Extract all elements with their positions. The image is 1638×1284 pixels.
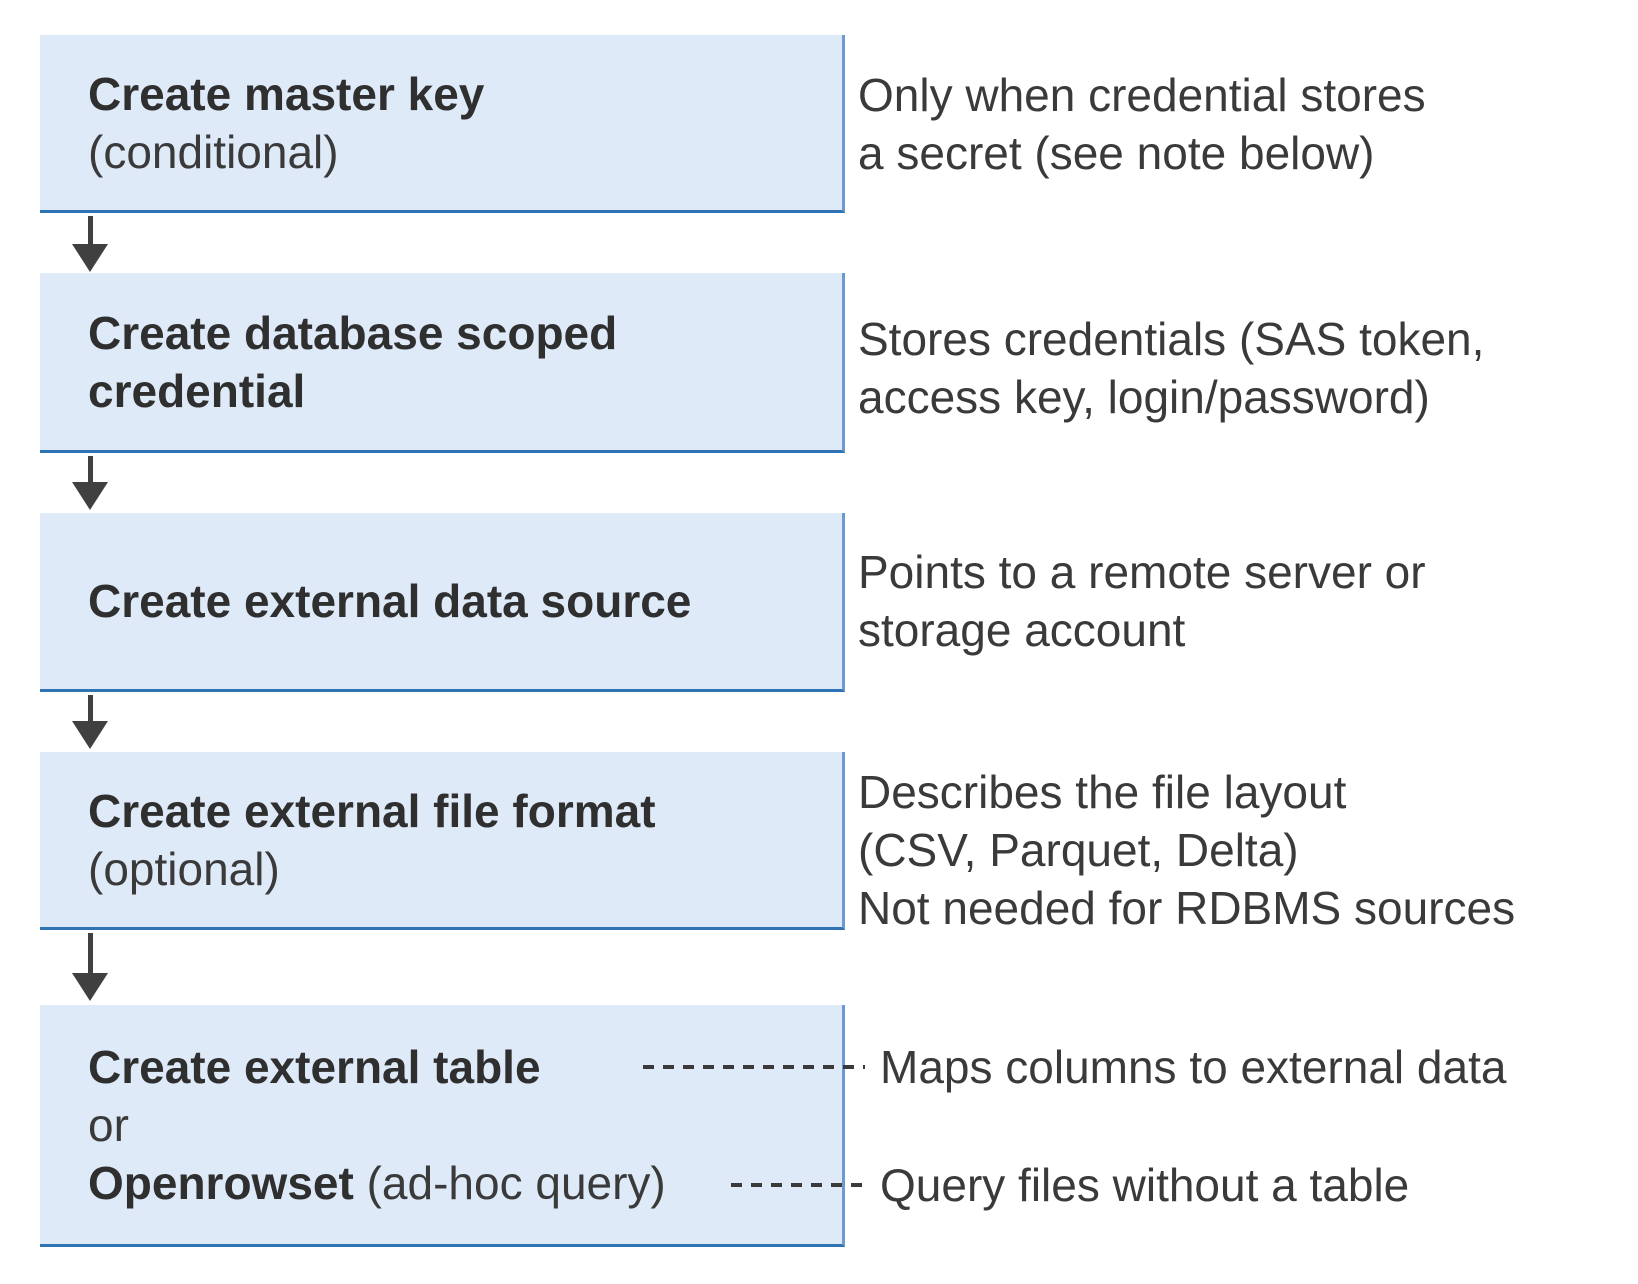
step-subtitle: (optional) bbox=[88, 842, 280, 895]
step-title: Create database scoped bbox=[88, 306, 618, 359]
annotation-line: Stores credentials (SAS token, bbox=[858, 313, 1485, 365]
annotation-external-table: Maps columns to external data bbox=[880, 1038, 1506, 1096]
arrow-stem bbox=[88, 933, 93, 975]
arrow-stem bbox=[88, 695, 93, 723]
annotation-data-source: Points to a remote server or storage acc… bbox=[858, 543, 1426, 659]
annotation-line: Only when credential stores bbox=[858, 69, 1426, 121]
annotation-openrowset: Query files without a table bbox=[880, 1156, 1409, 1214]
step-title: Create external table bbox=[88, 1040, 541, 1093]
annotation-line: a secret (see note below) bbox=[858, 127, 1375, 179]
step-box-create-external-file-format: Create external file format (optional) bbox=[40, 752, 845, 930]
annotation-line: access key, login/password) bbox=[858, 371, 1430, 423]
step-box-create-external-data-source: Create external data source bbox=[40, 513, 845, 692]
step-title-openrowset: Openrowset (ad-hoc query) bbox=[88, 1154, 842, 1212]
annotation-line: Points to a remote server or bbox=[858, 546, 1426, 598]
step-title: Create external data source bbox=[88, 575, 692, 627]
annotation-master-key: Only when credential stores a secret (se… bbox=[858, 66, 1426, 182]
annotation-line: Query files without a table bbox=[880, 1159, 1410, 1211]
step-box-create-external-table-or-openrowset: Create external table or Openrowset (ad-… bbox=[40, 1005, 845, 1247]
openrowset-label: Openrowset bbox=[88, 1156, 354, 1209]
annotation-line: storage account bbox=[858, 604, 1186, 656]
step-title: Create external file format bbox=[88, 784, 656, 837]
arrow-head bbox=[72, 482, 108, 510]
step-box-create-master-key: Create master key (conditional) bbox=[40, 35, 845, 213]
step-title-line2: credential bbox=[88, 364, 306, 417]
annotation-line: (CSV, Parquet, Delta) bbox=[858, 824, 1299, 876]
adhoc-query-label: (ad-hoc query) bbox=[353, 1156, 666, 1209]
step-title: Create master key bbox=[88, 67, 485, 120]
annotation-line: Not needed for RDBMS sources bbox=[858, 882, 1516, 934]
annotation-file-format: Describes the file layout (CSV, Parquet,… bbox=[858, 763, 1515, 937]
annotation-line: Describes the file layout bbox=[858, 766, 1347, 818]
step-subtitle: (conditional) bbox=[88, 125, 339, 178]
arrow-stem bbox=[88, 216, 93, 246]
step-box-create-database-scoped-credential: Create database scoped credential bbox=[40, 273, 845, 453]
annotation-line: Maps columns to external data bbox=[880, 1041, 1507, 1093]
dashed-connector-openrowset bbox=[731, 1183, 867, 1187]
arrow-head bbox=[72, 973, 108, 1001]
arrow-head bbox=[72, 721, 108, 749]
annotation-credential: Stores credentials (SAS token, access ke… bbox=[858, 310, 1484, 426]
dashed-connector-external-table bbox=[643, 1065, 865, 1069]
arrow-head bbox=[72, 244, 108, 272]
arrow-stem bbox=[88, 456, 93, 484]
step-or-label: or bbox=[88, 1098, 129, 1151]
